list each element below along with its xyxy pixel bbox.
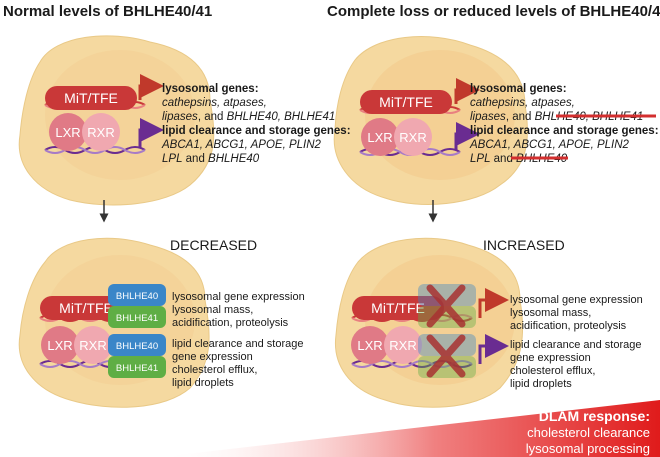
outcome-lipid-line2-right: gene expression [510, 352, 591, 364]
mit-tfe-factor-bottom-right [352, 296, 444, 320]
arrow-purple-top-right [454, 122, 480, 150]
lxr-label-bottom-left: LXR [47, 338, 72, 353]
cell-top-left [18, 35, 215, 206]
rxr-factor-bottom-right [384, 326, 422, 364]
outcome-lipid-line3-right: cholesterol efflux, [510, 365, 595, 377]
outcome-lyso-line1-right: lysosomal gene expression [510, 294, 643, 306]
arrow-purple-top-left [138, 118, 164, 148]
mit-tfe-label-bottom-right: MiT/TFE [371, 300, 425, 316]
rxr-factor-top-left [82, 113, 120, 151]
mit-tfe-label-top-right: MiT/TFE [379, 94, 433, 110]
bhlhe41-box-bottom-left-upper [108, 306, 166, 328]
lxr-label-top-right: LXR [367, 130, 392, 145]
state-label-decreased: DECREASED [170, 237, 257, 253]
lxr-factor-bottom-right [351, 326, 389, 364]
lxr-factor-bottom-left [41, 326, 79, 364]
mit-tfe-label-bottom-left: MiT/TFE [59, 300, 113, 316]
mit-tfe-label-top-left: MiT/TFE [64, 90, 118, 106]
lipid-genes-heading-right: lipid clearance and storage genes: [470, 125, 659, 137]
lxr-factor-top-left [49, 113, 87, 151]
outcome-lyso-line2-right: lysosomal mass, [510, 307, 591, 319]
dlam-response-line1: cholesterol clearance [527, 425, 650, 440]
lysosomal-genes-line2-left: lipases, and BHLHE40, BHLHE41 [162, 111, 335, 123]
lipid-genes-line1-right: ABCA1, ABCG1, APOE, PLIN2 [469, 139, 630, 151]
lipid-genes-heading-left: lipid clearance and storage genes: [162, 125, 351, 137]
outcome-lyso-line1-left: lysosomal gene expression [172, 291, 305, 303]
outcome-lipid-line4-left: lipid droplets [172, 377, 234, 389]
lysosomal-genes-line1-right: cathepsins, atpases, [470, 97, 575, 109]
outcome-lipid-line2-left: gene expression [172, 351, 253, 363]
bhlhe40-label-bottom-left-lower: BHLHE40 [116, 341, 158, 352]
rxr-label-top-right: RXR [399, 130, 426, 145]
outcome-lipid-line1-right: lipid clearance and storage [510, 339, 641, 351]
lipid-genes-line1-left: ABCA1, ABCG1, APOE, PLIN2 [161, 139, 322, 151]
outcome-lyso-line3-right: acidification, proteolysis [510, 320, 627, 332]
bhlhe40-label-bottom-left-upper: BHLHE40 [116, 291, 158, 302]
x-mark-icon-lower [426, 334, 466, 378]
right-panel-title: Complete loss or reduced levels of BHLHE… [327, 3, 660, 20]
outcome-lipid-line1-left: lipid clearance and storage [172, 338, 303, 350]
dlam-gradient-wedge [160, 400, 660, 457]
left-panel-title: Normal levels of BHLHE40/41 [3, 3, 212, 20]
lysosomal-genes-line1-left: cathepsins, atpases, [162, 97, 267, 109]
bhlhe40-box-bottom-left-lower [108, 334, 166, 356]
rxr-label-bottom-left: RXR [79, 338, 106, 353]
dlam-response-line2: lysosomal processing [526, 441, 650, 456]
state-label-increased: INCREASED [483, 237, 565, 253]
lysosomal-genes-heading-right: lysosomal genes: [470, 83, 567, 95]
dlam-response-title: DLAM response: [539, 408, 650, 424]
mit-tfe-factor-top-right [360, 90, 452, 114]
bhlhe41-label-bottom-left-upper: BHLHE41 [116, 313, 158, 324]
rxr-factor-bottom-left [74, 326, 112, 364]
rxr-label-top-left: RXR [87, 125, 114, 140]
rxr-factor-top-right [394, 118, 432, 156]
outcome-lipid-line3-left: cholesterol efflux, [172, 364, 257, 376]
arrow-red-bottom-right [478, 288, 509, 318]
bhlhe40-box-bottom-left-upper [108, 284, 166, 306]
outcome-lipid-line4-right: lipid droplets [510, 378, 572, 390]
lysosomal-genes-heading-left: lysosomal genes: [162, 83, 259, 95]
lxr-label-bottom-right: LXR [357, 338, 382, 353]
bhlhe41-label-bottom-left-lower: BHLHE41 [116, 363, 158, 374]
arrow-red-top-left [138, 74, 164, 100]
mit-tfe-factor-top-left [45, 86, 137, 110]
arrow-purple-bottom-right [478, 334, 509, 364]
x-mark-icon-upper [426, 284, 466, 328]
rxr-label-bottom-right: RXR [389, 338, 416, 353]
lxr-label-top-left: LXR [55, 125, 80, 140]
outcome-lyso-line2-left: lysosomal mass, [172, 304, 253, 316]
outcome-lyso-line3-left: acidification, proteolysis [172, 317, 289, 329]
bhlhe41-box-bottom-left-lower [108, 356, 166, 378]
arrow-red-top-right [454, 78, 480, 104]
lipid-genes-line2-left: LPL and BHLHE40 [162, 153, 260, 165]
lxr-factor-top-right [361, 118, 399, 156]
